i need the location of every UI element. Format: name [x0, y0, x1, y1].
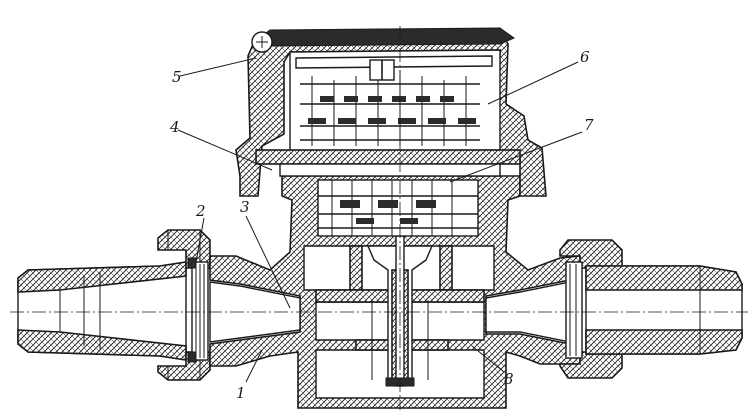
register-mechanism	[300, 59, 480, 146]
callout-4: 4	[169, 118, 180, 136]
right-outlet-nipple	[585, 265, 743, 355]
right-union-nut	[559, 239, 623, 379]
callout-5: 5	[172, 68, 182, 86]
callout-2: 2	[195, 202, 206, 220]
register-housing	[235, 29, 547, 197]
callout-7: 7	[584, 116, 594, 134]
left-inlet-nipple	[17, 261, 187, 361]
transmission-block	[317, 179, 479, 237]
callout-8: 8	[504, 370, 514, 388]
callout-labels: 1 2 3 4 5 6 7 8	[169, 48, 594, 402]
callout-1: 1	[236, 384, 246, 402]
left-strainer	[187, 257, 209, 363]
leader-lines	[177, 57, 583, 383]
callout-3: 3	[240, 198, 250, 216]
callout-6: 6	[580, 48, 590, 66]
